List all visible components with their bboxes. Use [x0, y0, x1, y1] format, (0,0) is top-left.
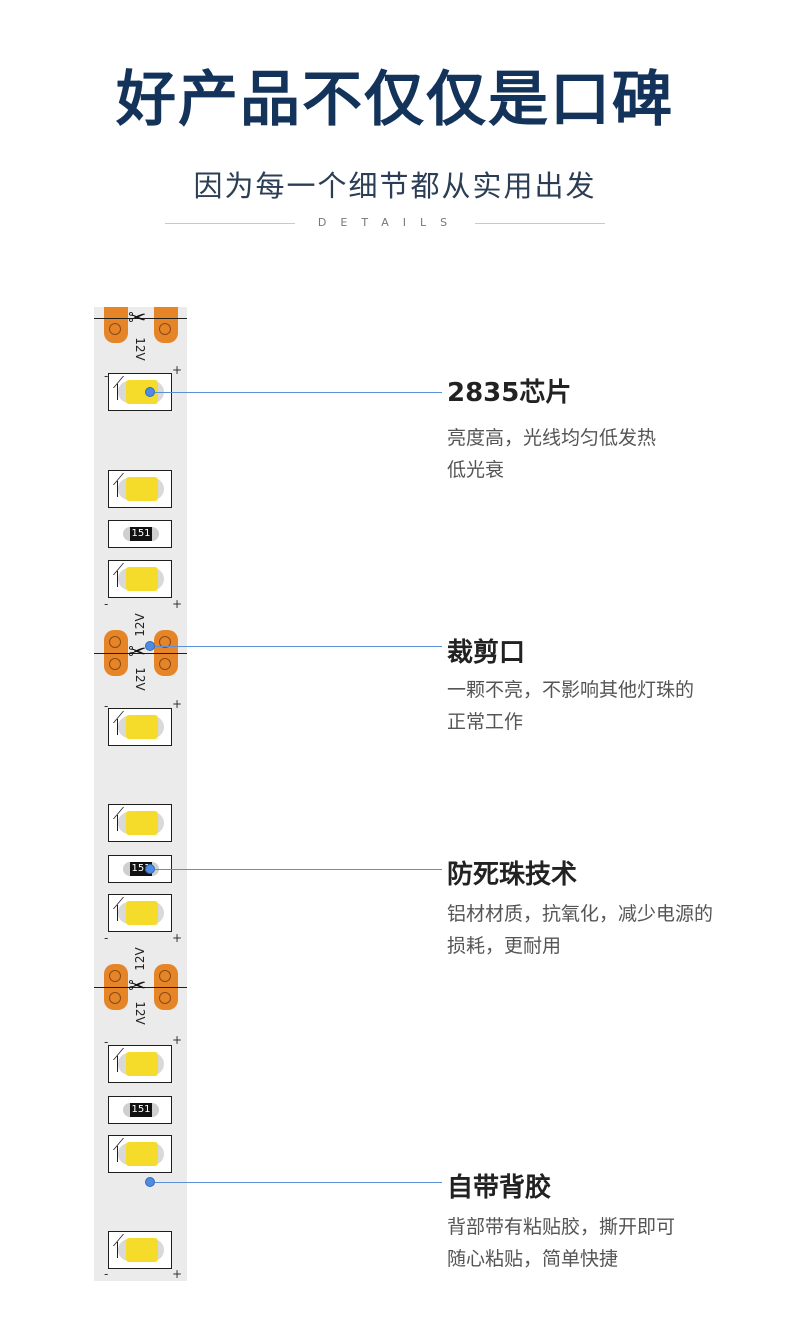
- voltage-label: 12V: [133, 667, 147, 691]
- led-chip: [108, 708, 172, 746]
- plus-mark: +: [172, 931, 183, 945]
- minus-mark: -: [104, 1035, 109, 1049]
- led-chip: [108, 560, 172, 598]
- led-chip: [108, 804, 172, 842]
- feature-title: 2835芯片: [447, 378, 572, 408]
- minus-mark: -: [104, 931, 109, 945]
- divider-left: [165, 223, 295, 224]
- scissors-icon: ✂: [128, 974, 147, 999]
- callout-dot: [145, 387, 155, 397]
- cut-line: [94, 318, 187, 319]
- callout-dot: [145, 641, 155, 651]
- feature-description: 铝材材质，抗氧化，减少电源的 损耗，更耐用: [447, 898, 777, 962]
- minus-mark: -: [104, 369, 109, 383]
- minus-mark: -: [104, 597, 109, 611]
- scissors-icon: ✂: [128, 640, 147, 665]
- solder-pad: [104, 307, 128, 343]
- led-chip: [108, 1231, 172, 1269]
- feature-description: 一颗不亮，不影响其他灯珠的 正常工作: [447, 674, 777, 738]
- callout-leader: [155, 646, 442, 647]
- led-chip: [108, 894, 172, 932]
- minus-mark: -: [104, 699, 109, 713]
- callout-dot: [145, 864, 155, 874]
- plus-mark: +: [172, 363, 183, 377]
- divider-right: [475, 223, 605, 224]
- callout-leader: [155, 1182, 442, 1183]
- feature-title: 防死珠技术: [447, 860, 578, 890]
- plus-mark: +: [172, 1267, 183, 1281]
- resistor-code: 151: [130, 1103, 152, 1117]
- feature-title: 裁剪口: [447, 638, 526, 668]
- voltage-label: 12V: [133, 337, 147, 361]
- feature-line: 背部带有粘贴胶，撕开即可: [447, 1216, 676, 1238]
- feature-line: 低光衰: [447, 459, 505, 481]
- details-tagline: DETAILS: [317, 216, 462, 229]
- plus-mark: +: [172, 697, 183, 711]
- resistor: 151: [108, 1096, 172, 1124]
- feature-description: 亮度高，光线均匀低发热 低光衰: [447, 422, 777, 486]
- page-subtitle: 因为每一个细节都从实用出发: [193, 169, 597, 203]
- led-chip: [108, 1045, 172, 1083]
- voltage-label: 12V: [133, 947, 147, 971]
- solder-pad: [154, 307, 178, 343]
- voltage-label: 12V: [133, 613, 147, 637]
- feature-line: 一颗不亮，不影响其他灯珠的: [447, 679, 695, 701]
- feature-title: 自带背胶: [447, 1173, 552, 1203]
- resistor: 151: [108, 520, 172, 548]
- callout-leader: [155, 392, 442, 393]
- voltage-label: 12V: [133, 1001, 147, 1025]
- callout-leader: [155, 869, 442, 870]
- feature-line: 亮度高，光线均匀低发热: [447, 427, 657, 449]
- plus-mark: +: [172, 597, 183, 611]
- led-chip: [108, 470, 172, 508]
- callout-dot: [145, 1177, 155, 1187]
- resistor-code: 151: [130, 527, 152, 541]
- page-title: 好产品不仅仅是口碑: [116, 65, 674, 135]
- feature-line: 随心粘贴，简单快捷: [447, 1248, 619, 1270]
- minus-mark: -: [104, 1267, 109, 1281]
- feature-description: 背部带有粘贴胶，撕开即可 随心粘贴，简单快捷: [447, 1211, 777, 1275]
- feature-line: 损耗，更耐用: [447, 935, 562, 957]
- feature-line: 正常工作: [447, 711, 524, 733]
- led-chip: [108, 1135, 172, 1173]
- scissors-icon: ✂: [128, 306, 147, 331]
- cut-line: [94, 653, 187, 654]
- plus-mark: +: [172, 1033, 183, 1047]
- cut-line: [94, 987, 187, 988]
- feature-line: 铝材材质，抗氧化，减少电源的: [447, 903, 714, 925]
